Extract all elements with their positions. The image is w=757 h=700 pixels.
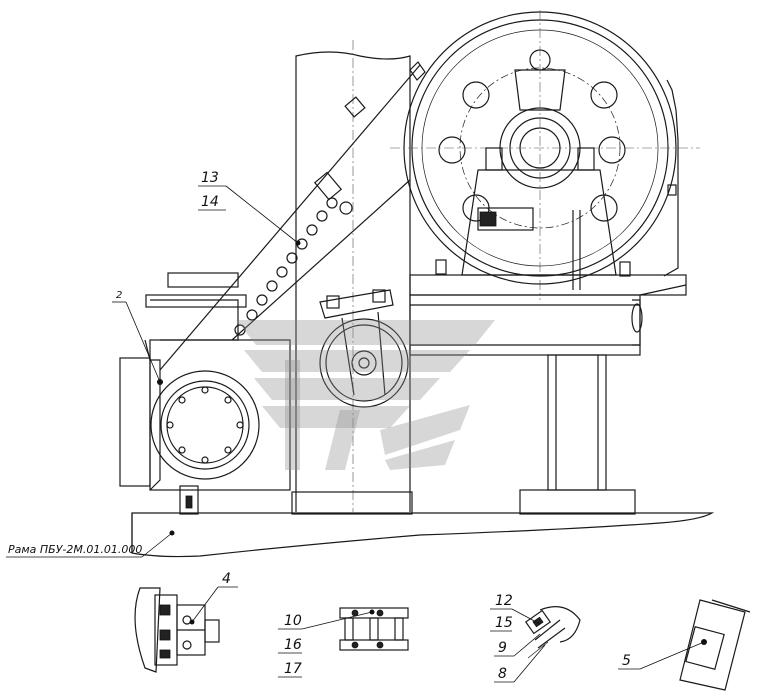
callout-2-label: 2 <box>116 290 122 301</box>
callout-16: 16 <box>284 637 302 653</box>
callout-12-15-9-8: 12 15 9 8 <box>490 593 546 683</box>
detail-view-hinge <box>524 606 581 659</box>
gearbox <box>119 272 291 515</box>
callout-4: 4 <box>189 571 238 625</box>
bearing-support <box>435 147 631 290</box>
callout-10-16-17: 10 16 17 <box>278 609 375 678</box>
frame-base <box>131 512 715 558</box>
callout-2: 2 <box>112 290 161 383</box>
vertical-column <box>291 40 413 515</box>
callout-17: 17 <box>284 661 302 677</box>
horizontal-beam <box>409 274 687 356</box>
callout-13-14: 13 14 <box>198 170 301 246</box>
callout-frame: Рама ПБУ-2М.01.01.000 <box>6 530 175 558</box>
support-leg <box>519 354 636 515</box>
callout-14: 14 <box>201 194 219 210</box>
chain-links <box>234 197 338 336</box>
watermark-logo <box>236 320 495 470</box>
detail-view-chain <box>339 607 409 651</box>
small-sprocket <box>319 289 409 408</box>
callout-8: 8 <box>498 666 507 682</box>
callout-5-label: 5 <box>622 653 631 669</box>
callout-15: 15 <box>495 615 513 631</box>
callout-12: 12 <box>495 593 513 609</box>
callout-5: 5 <box>618 641 705 670</box>
detail-view-4 <box>134 587 220 673</box>
callout-13: 13 <box>201 170 219 186</box>
chain-drive <box>159 61 426 371</box>
large-pulley <box>390 10 700 300</box>
detail-view-5 <box>679 599 751 691</box>
frame-label: Рама ПБУ-2М.01.01.000 <box>8 543 142 556</box>
callout-9: 9 <box>498 640 507 656</box>
callout-10: 10 <box>284 613 302 629</box>
callout-4-label: 4 <box>222 571 231 587</box>
